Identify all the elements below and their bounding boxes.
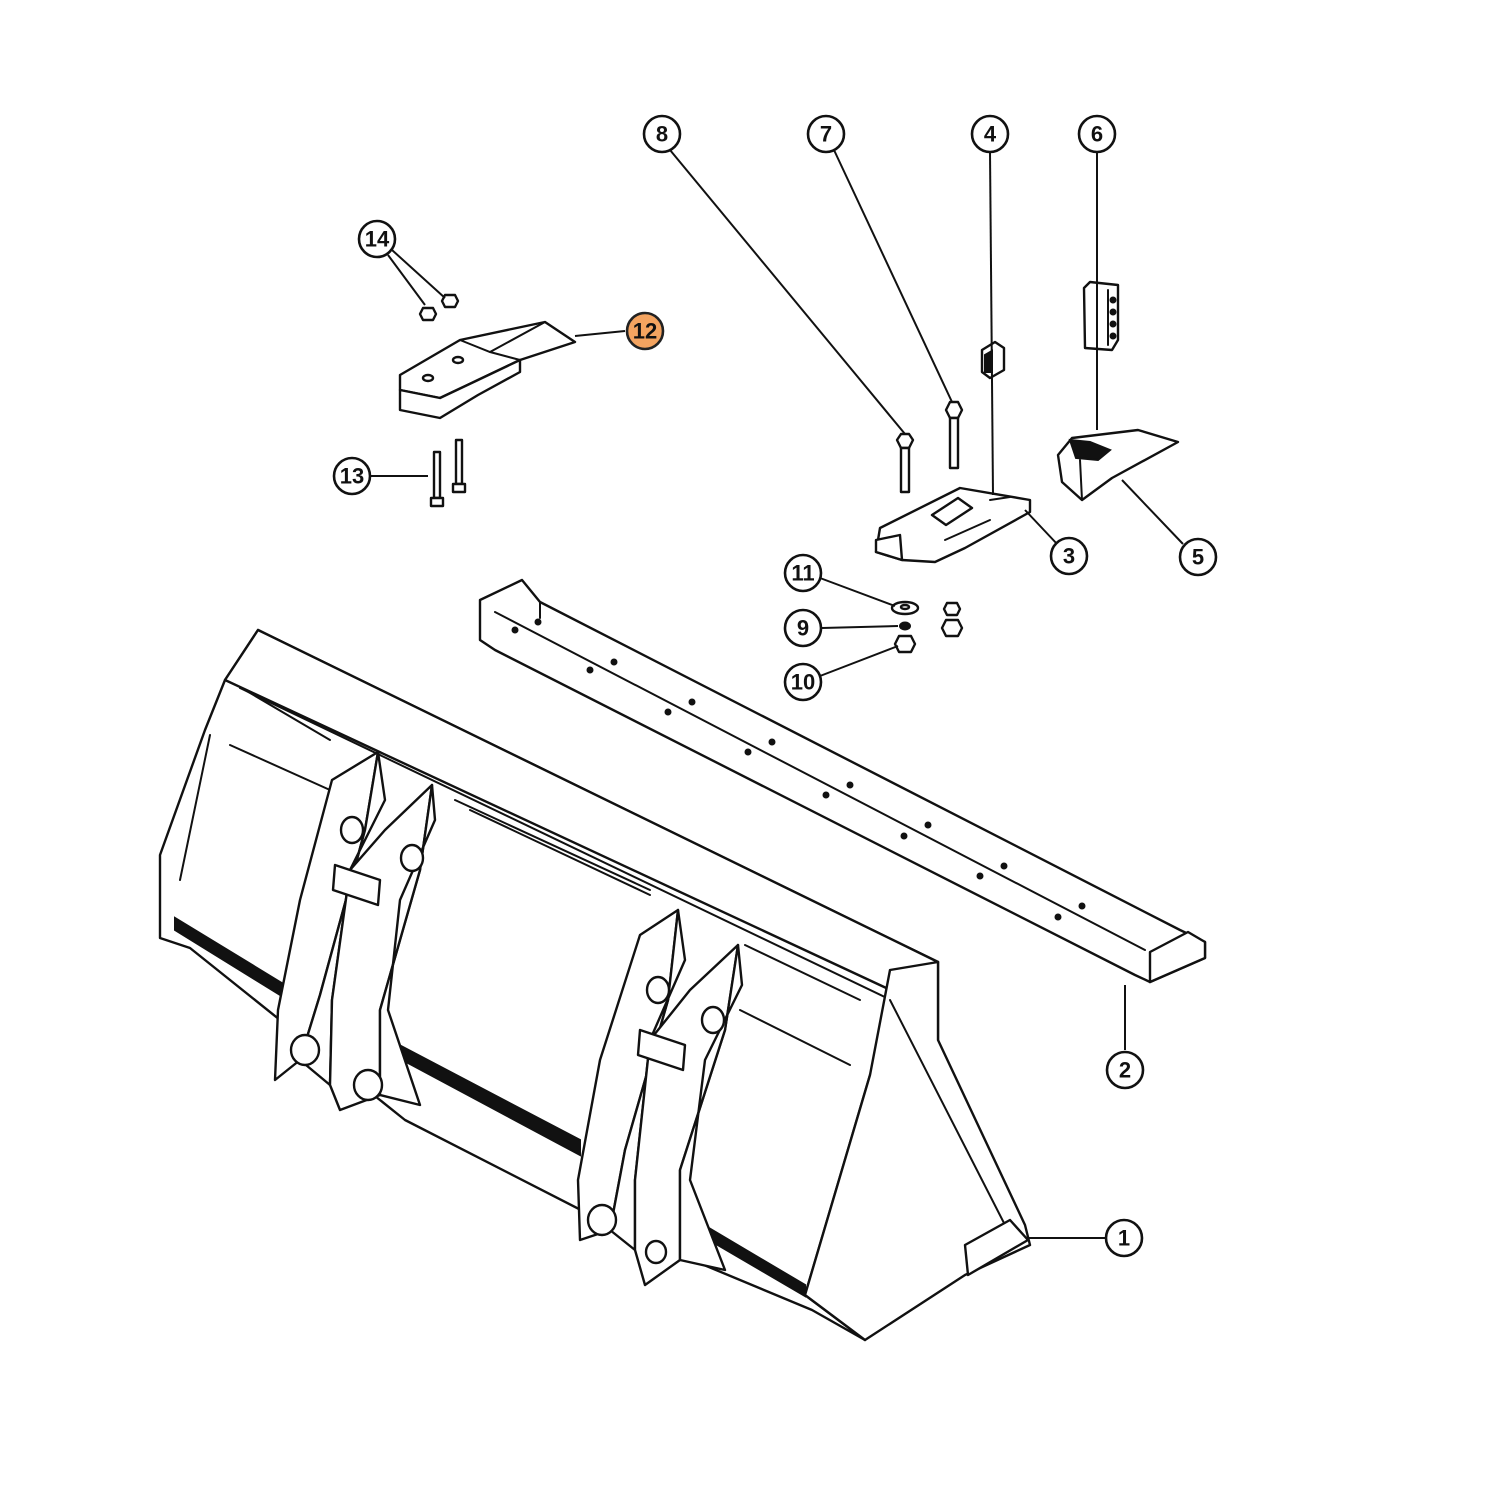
callout-2[interactable]: 2 <box>1105 1050 1145 1090</box>
callout-14-label: 14 <box>365 227 390 252</box>
callout-13-circle <box>332 456 372 496</box>
callout-12-label: 12 <box>633 319 657 344</box>
callout-5-label: 5 <box>1192 545 1204 570</box>
tooth-bolts-13 <box>429 438 467 508</box>
callout-1-label: 1 <box>1118 1226 1130 1251</box>
callout-13-label: 13 <box>340 464 364 489</box>
callouts: 1 2 3 4 5 6 7 8 <box>332 114 1218 1258</box>
callout-4-circle <box>970 114 1010 154</box>
callout-3-circle <box>1049 536 1089 576</box>
callout-8-circle <box>642 114 682 154</box>
cutting-edge-bar <box>478 578 1207 984</box>
callout-11-label: 11 <box>791 561 814 586</box>
callout-7-circle <box>806 114 846 154</box>
callout-14[interactable]: 14 <box>357 219 397 259</box>
bucket-tooth <box>398 320 577 420</box>
callout-3[interactable]: 3 <box>1049 536 1089 576</box>
callout-13[interactable]: 13 <box>332 456 372 496</box>
callout-11-circle <box>783 553 823 593</box>
callout-9-circle <box>783 608 823 648</box>
callout-9-label: 9 <box>797 616 809 641</box>
callout-2-label: 2 <box>1119 1058 1131 1083</box>
callout-4-label: 4 <box>984 122 997 147</box>
callout-8[interactable]: 8 <box>642 114 682 154</box>
bolt-8 <box>895 432 915 494</box>
callout-10-label: 10 <box>791 670 815 695</box>
bucket <box>158 628 1032 1342</box>
bolt-7 <box>944 400 964 470</box>
bar-bolt-holes <box>511 618 1086 921</box>
nut-10 <box>893 634 917 654</box>
callout-7[interactable]: 7 <box>806 114 846 154</box>
callout-14-circle <box>357 219 397 259</box>
callout-5-circle <box>1178 537 1218 577</box>
nut-pair-right <box>940 601 964 638</box>
callout-6-label: 6 <box>1091 122 1103 147</box>
wear-segment <box>1082 280 1120 352</box>
lock-washer-9 <box>899 621 911 631</box>
callout-10-circle <box>783 662 823 702</box>
callout-10[interactable]: 10 <box>783 662 823 702</box>
callout-12[interactable]: 12 <box>625 311 665 351</box>
tooth-point <box>1056 428 1180 502</box>
callout-11[interactable]: 11 <box>783 553 823 593</box>
callout-3-label: 3 <box>1063 544 1075 569</box>
tooth-adapter <box>874 486 1032 564</box>
callout-2-circle <box>1105 1050 1145 1090</box>
callout-6-circle <box>1077 114 1117 154</box>
callout-9[interactable]: 9 <box>783 608 823 648</box>
tooth-nuts-14 <box>418 293 460 322</box>
callout-1[interactable]: 1 <box>1104 1218 1144 1258</box>
leader-lines <box>370 149 1184 1239</box>
callout-1-circle <box>1104 1218 1144 1258</box>
callout-8-label: 8 <box>656 122 668 147</box>
callout-5[interactable]: 5 <box>1178 537 1218 577</box>
callout-6[interactable]: 6 <box>1077 114 1117 154</box>
callout-4[interactable]: 4 <box>970 114 1010 154</box>
tooth-insert <box>980 340 1006 380</box>
callout-12-circle <box>625 311 665 351</box>
callout-7-label: 7 <box>820 122 832 147</box>
washer-11 <box>890 600 920 616</box>
